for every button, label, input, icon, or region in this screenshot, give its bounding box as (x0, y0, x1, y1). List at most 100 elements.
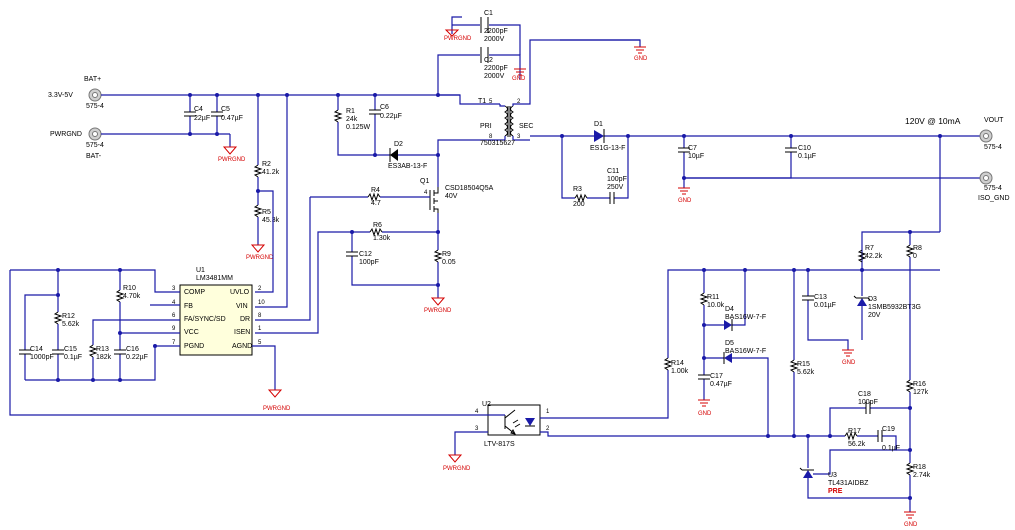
u1-controller-ic: U1 LM3481MM COMP FB FA/SYNC/SD VCC PGND … (172, 267, 265, 356)
components-r8-value-text: 0 (913, 253, 917, 260)
pin-numbers-u1-comp-text: 3 (172, 286, 176, 292)
components-c7-ref-text: C7 (688, 145, 697, 152)
gnd-labels-pwrgnd-text: PWRGND (424, 308, 452, 314)
components-r13-ref-text: R13 (96, 346, 109, 353)
r4-resistor: R4 4.7 (367, 187, 381, 207)
bat-plus-connector: BAT+ 3.3V-5V 575-4 (48, 76, 104, 110)
vout-connector: VOUT 575-4 (979, 117, 1004, 151)
components-d1-value-text: ES1G-13-F (590, 145, 625, 152)
components-c7-value-text: 10µF (688, 153, 704, 160)
r17-resistor: R17 56.2k (844, 428, 866, 448)
pin-numbers-u2-1-text: 1 (546, 409, 550, 415)
r18-resistor: R18 2.74k (905, 462, 931, 479)
components-d5-value-text: BAS16W-7-F (725, 348, 766, 355)
gnd-labels-gnd-text: GND (842, 360, 856, 366)
pin-numbers-u1-agnd-text: 5 (258, 340, 262, 346)
r8-resistor: R8 0 (905, 244, 922, 260)
components-r17-ref-text: R17 (848, 428, 861, 435)
components-c10-value-text: 0.1µF (798, 153, 816, 160)
components-d3-value-text: 1SMB5932BT3G (868, 304, 921, 311)
r11-resistor: R11 10.0k (699, 292, 725, 309)
u1-pins-comp-text: COMP (184, 289, 205, 296)
gnd-labels-gnd-text: GND (512, 76, 526, 82)
u1-pins-fb-text: FB (184, 303, 193, 310)
components-u2-value-text: LTV-817S (484, 441, 515, 448)
d4-diode: D4 BAS16W-7-F (724, 306, 766, 331)
components-d4-value-text: BAS16W-7-F (725, 314, 766, 321)
components-r15-value-text: 5.62k (797, 369, 815, 376)
components-r14-value-text: 1.00k (671, 368, 689, 375)
d1-diode: D1 ES1G-13-F (590, 121, 625, 152)
bat-voltage-label: 3.3V-5V (48, 92, 73, 99)
components-r8-ref-text: R8 (913, 245, 922, 252)
d3-zener: D3 1SMB5932BT3G 20V (853, 295, 921, 319)
components-c11-value-text: 100pF (607, 176, 627, 183)
components-r3-value-text: 200 (573, 201, 585, 208)
c13-capacitor: C13 0.01µF (802, 294, 836, 309)
gnd-labels-pwrgnd-text: PWRGND (246, 255, 274, 261)
r10-resistor: R10 4.70k (115, 285, 141, 303)
gnd-labels-pwrgnd-text: PWRGND (444, 36, 472, 42)
components-r16-value-text: 127k (913, 389, 929, 396)
pwrgnd-symbol: PWRGND (424, 285, 452, 314)
components-t1-ref-text: T1 (478, 98, 486, 105)
components-c12-value-text: 100pF (359, 259, 379, 266)
r2-resistor: R2 41.2k (253, 161, 280, 178)
bat-plus-part: 575-4 (86, 103, 104, 110)
components-d2-ref-text: D2 (394, 141, 403, 148)
components-r11-value-text: 10.0k (707, 302, 725, 309)
r15-resistor: R15 5.62k (789, 359, 815, 376)
components-c10-ref-text: C10 (798, 145, 811, 152)
components-r6-value-text: 1.30k (373, 235, 391, 242)
pin-numbers-q1-4-text: 4 (424, 190, 428, 196)
components-r10-value-text: 4.70k (123, 293, 141, 300)
components-c16-ref-text: C16 (126, 346, 139, 353)
u1-pins-pgnd-text: PGND (184, 343, 204, 350)
pin-numbers-u2-4-text: 4 (475, 409, 479, 415)
pin-numbers-u1-fa-text: 6 (172, 313, 176, 319)
components-u2-ref-text: U2 (482, 401, 491, 408)
r13-resistor: R13 182k (88, 344, 112, 361)
pwrgnd-symbol: PWRGND (443, 454, 471, 472)
components-u3-ref-text: U3 (828, 472, 837, 479)
components-c6-ref-text: C6 (380, 104, 389, 111)
components-d4-ref-text: D4 (725, 306, 734, 313)
components-c13-value-text: 0.01µF (814, 302, 836, 309)
components-u1-value-text: LM3481MM (196, 275, 233, 282)
components-c1-ref-text: C1 (484, 10, 493, 17)
gnd-symbol: GND (698, 399, 712, 417)
components-d2-value-text: ES3AB-13-F (388, 163, 427, 170)
gnd-labels-gnd-text: GND (678, 198, 692, 204)
components-c1-rating-text: 2000V (484, 36, 505, 43)
c18-capacitor: C18 100pF (858, 391, 878, 414)
pin-numbers-t1-8-text: 8 (489, 134, 493, 140)
components-c14-ref-text: C14 (30, 346, 43, 353)
components-d3-ref-text: D3 (868, 296, 877, 303)
connectors-iso-gnd-part-text: 575-4 (984, 185, 1002, 192)
iso-gnd-connector: 575-4 ISO_GND (978, 171, 1010, 202)
components-r9-ref-text: R9 (442, 251, 451, 258)
pin-numbers-t1-3-text: 3 (517, 134, 521, 140)
r3-resistor: R3 200 (573, 186, 588, 208)
r1-resistor: R1 24k 0.125W (333, 108, 371, 131)
pin-numbers-u1-uvlo-text: 2 (258, 286, 262, 292)
gnd-symbol: GND (634, 46, 648, 62)
c19-capacitor: C19 0.1µF (877, 426, 900, 452)
bat-minus-net-label: PWRGND (50, 131, 82, 138)
c17-capacitor: C17 0.47µF (698, 373, 732, 388)
components-c11-ref-text: C11 (607, 168, 619, 175)
gnd-labels-pwrgnd-text: PWRGND (218, 157, 246, 163)
gnd-labels-pwrgnd-text: PWRGND (263, 406, 291, 412)
components-r12-value-text: 5.62k (62, 321, 80, 328)
u1-pins-vcc-text: VCC (184, 329, 199, 336)
components-r1-value-text: 24k (346, 116, 358, 123)
components-r18-value-text: 2.74k (913, 472, 931, 479)
components-c4-ref-text: C4 (194, 106, 203, 113)
r16-resistor: R16 127k (905, 379, 929, 396)
connectors-iso-gnd-name-text: ISO_GND (978, 195, 1010, 202)
bat-minus-part: 575-4 (86, 142, 104, 149)
t1-transformer: T1 PRI SEC 750315627 5 8 2 3 (437, 39, 640, 155)
components-c19-ref-text: C19 (882, 426, 895, 433)
pin-numbers-u2-2-text: 2 (546, 426, 550, 432)
